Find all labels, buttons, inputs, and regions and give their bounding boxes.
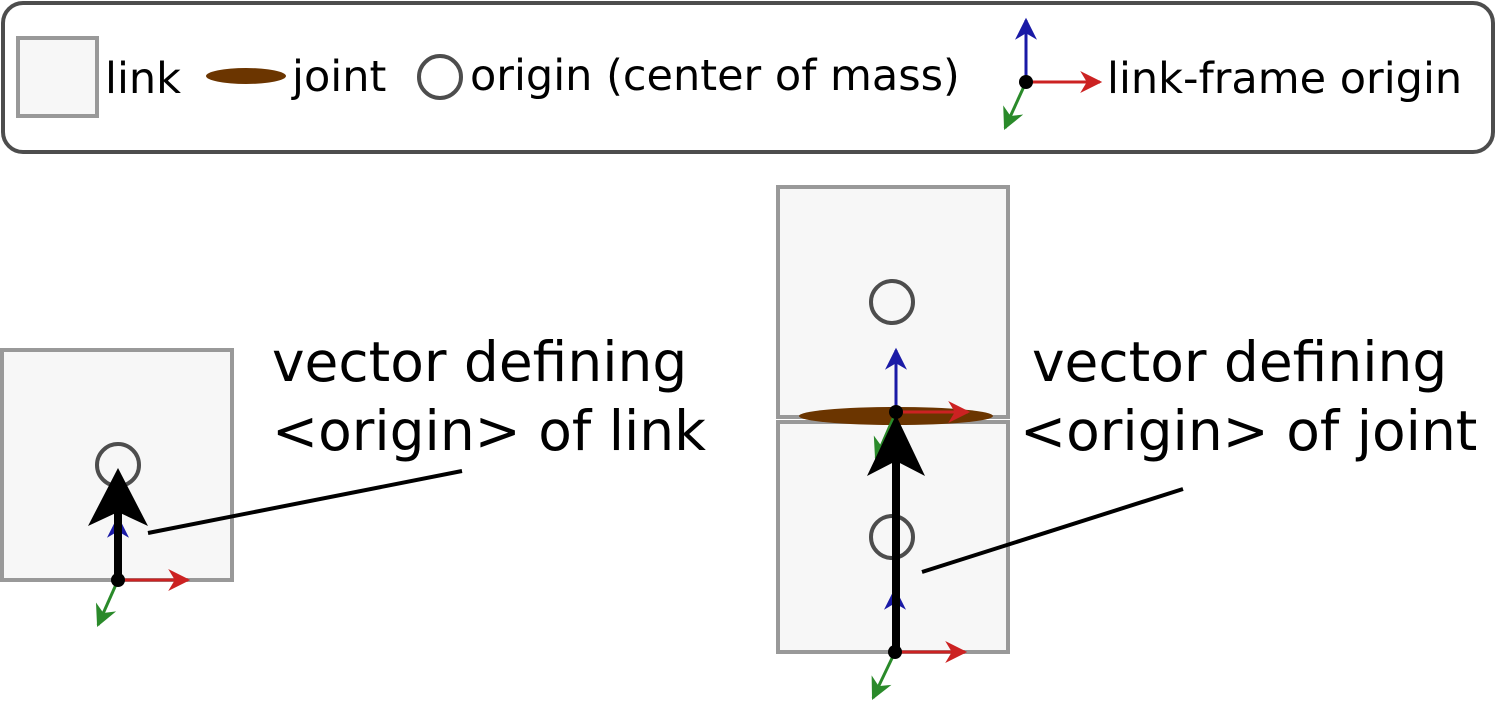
joint-example: vector defining <origin> of joint: [776, 185, 1477, 700]
link-frame-origin-dot: [111, 573, 125, 587]
link-callout-line1: vector defining: [272, 330, 687, 394]
joint-swatch: [206, 68, 286, 84]
frame-axes-icon: [1003, 17, 1103, 131]
legend: link joint origin (center of mass) link-…: [1, 1, 1495, 154]
link-swatch: [16, 36, 99, 118]
child-frame-origin-dot: [889, 405, 903, 419]
legend-link-label: link: [105, 54, 181, 104]
joint-callout-line2: <origin> of joint: [1020, 399, 1477, 463]
legend-frame-label: link-frame origin: [1107, 54, 1462, 104]
legend-frame: [1, 1, 1495, 154]
joint-callout-line1: vector defining: [1032, 330, 1447, 394]
link-origin-vector-arrow: [88, 468, 148, 580]
origin-circle-icon: [417, 54, 463, 100]
child-link-box: [776, 185, 1010, 419]
legend-origin-label: origin (center of mass): [470, 51, 960, 101]
link-callout-line2: <origin> of link: [272, 399, 706, 463]
link-callout-leader: [147, 469, 463, 535]
child-com-circle-icon: [869, 279, 915, 325]
legend-joint-label: joint: [291, 52, 386, 102]
joint-callout-leader: [921, 487, 1184, 574]
link-example: vector defining <origin> of link: [0, 330, 706, 628]
parent-frame-origin-dot: [888, 645, 902, 659]
joint-origin-vector-arrow: [867, 415, 925, 652]
